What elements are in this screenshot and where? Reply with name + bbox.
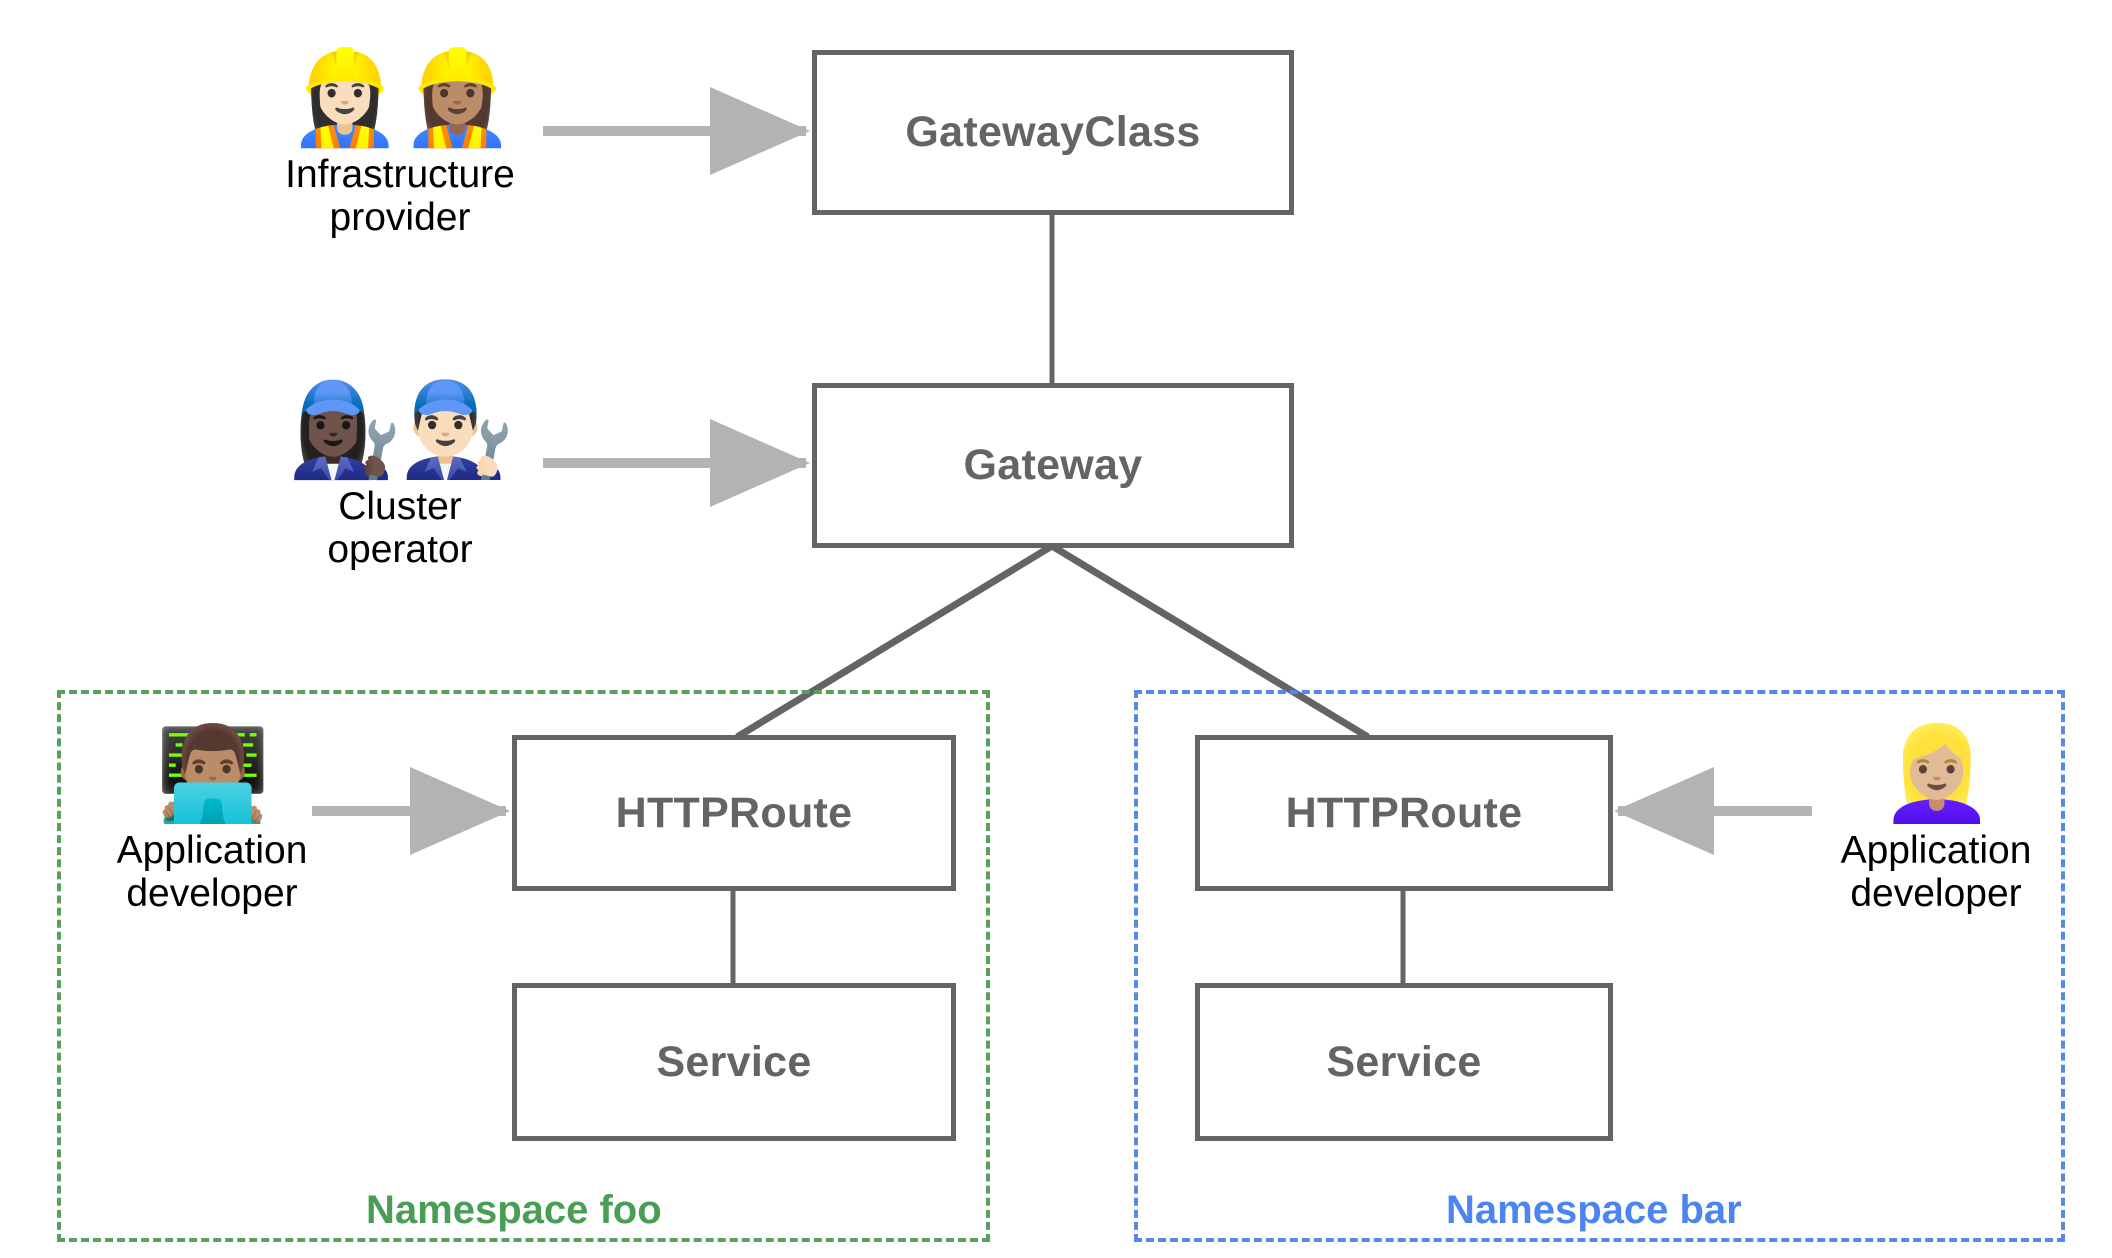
persona-application-developer-bar-label: Application developer <box>1840 828 2032 916</box>
node-gateway-label: Gateway <box>963 441 1143 489</box>
node-service-bar[interactable]: Service <box>1195 983 1613 1141</box>
persona-application-developer-foo-label: Application developer <box>116 828 308 916</box>
node-httproute-bar[interactable]: HTTPRoute <box>1195 735 1613 891</box>
mechanics-icon: 👩🏿‍🔧👨🏻‍🔧 <box>287 379 514 481</box>
node-gateway[interactable]: Gateway <box>812 383 1294 548</box>
persona-cluster-operator-label: Cluster operator <box>327 484 473 572</box>
node-service-foo-label: Service <box>656 1037 812 1086</box>
namespace-foo-container <box>57 690 990 1242</box>
node-httproute-foo[interactable]: HTTPRoute <box>512 735 956 891</box>
node-service-bar-label: Service <box>1326 1037 1482 1086</box>
persona-infrastructure-provider: 👷🏻‍♀️👷🏽‍♀️ Infrastructure provider <box>270 50 530 240</box>
namespace-bar-label: Namespace bar <box>1446 1188 1742 1232</box>
persona-infrastructure-provider-label: Infrastructure provider <box>285 152 515 240</box>
developer-icon: 👱🏼‍♀️ <box>1879 723 1995 825</box>
persona-application-developer-foo: 👨🏽‍💻 Application developer <box>96 726 328 916</box>
persona-application-developer-bar: 👱🏼‍♀️ Application developer <box>1820 726 2052 916</box>
namespace-foo-label: Namespace foo <box>366 1188 662 1232</box>
node-httproute-bar-label: HTTPRoute <box>1285 788 1523 837</box>
construction-workers-icon: 👷🏻‍♀️👷🏽‍♀️ <box>287 47 514 149</box>
developer-icon: 👨🏽‍💻 <box>155 723 271 825</box>
node-gatewayclass[interactable]: GatewayClass <box>812 50 1294 215</box>
node-httproute-foo-label: HTTPRoute <box>615 788 853 837</box>
persona-cluster-operator: 👩🏿‍🔧👨🏻‍🔧 Cluster operator <box>270 382 530 572</box>
node-service-foo[interactable]: Service <box>512 983 956 1141</box>
node-gatewayclass-label: GatewayClass <box>905 108 1201 156</box>
namespace-bar-container <box>1134 690 2065 1242</box>
